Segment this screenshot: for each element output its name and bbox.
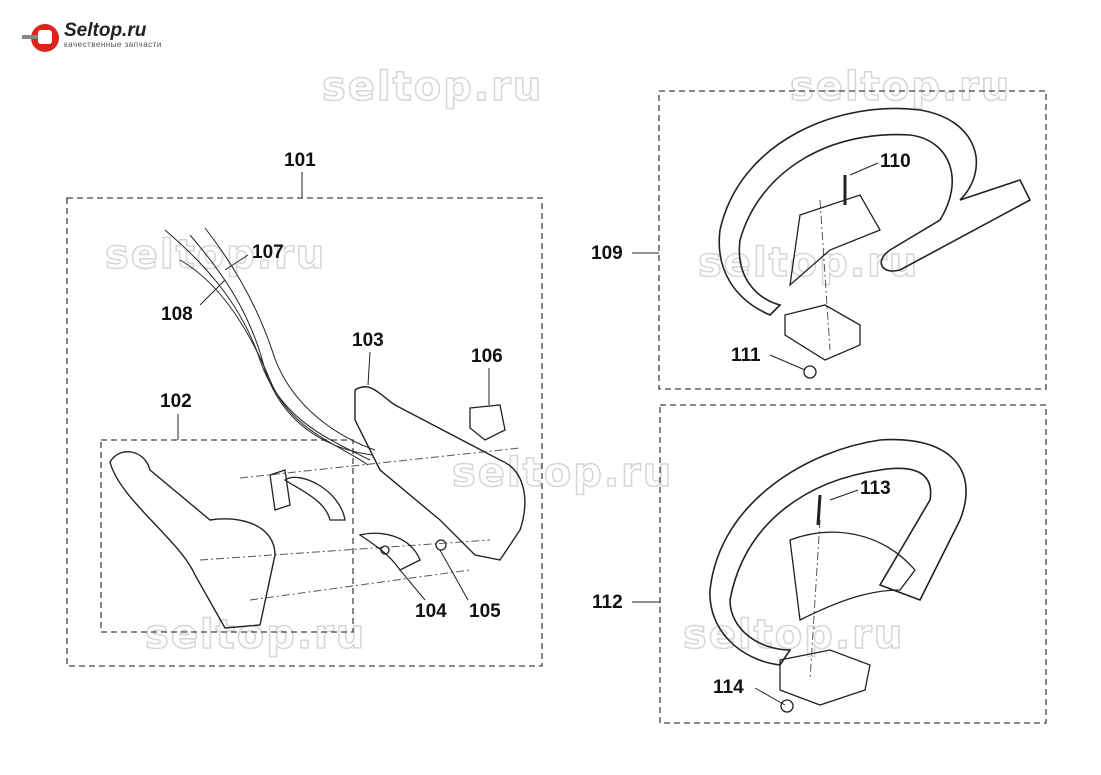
group-box-102 <box>100 439 354 633</box>
callout-105: 105 <box>469 601 501 622</box>
logo-fist-icon <box>22 24 59 52</box>
callout-107: 107 <box>252 242 284 263</box>
callout-103: 103 <box>352 330 384 351</box>
watermark: seltop.ru <box>451 449 674 497</box>
group-box-109 <box>658 90 1047 390</box>
watermark: seltop.ru <box>104 231 327 279</box>
watermark: seltop.ru <box>144 611 367 659</box>
logo-tagline: качественные запчасти <box>64 40 162 49</box>
logo-text: Seltop.ru <box>64 20 147 41</box>
group-box-101 <box>66 197 543 667</box>
watermark: seltop.ru <box>789 63 1012 111</box>
group-box-112 <box>659 404 1047 724</box>
callout-102: 102 <box>160 391 192 412</box>
callout-106: 106 <box>471 346 503 367</box>
watermark: seltop.ru <box>321 63 544 111</box>
callout-113: 113 <box>860 478 891 499</box>
callout-111: 111 <box>731 345 761 366</box>
callout-101: 101 <box>284 150 316 171</box>
callout-112: 112 <box>592 592 623 613</box>
callout-108: 108 <box>161 304 193 325</box>
callout-114: 114 <box>713 677 744 698</box>
callout-109: 109 <box>591 243 623 264</box>
callout-110: 110 <box>880 151 911 172</box>
watermark: seltop.ru <box>682 611 905 659</box>
callout-104: 104 <box>415 601 447 622</box>
